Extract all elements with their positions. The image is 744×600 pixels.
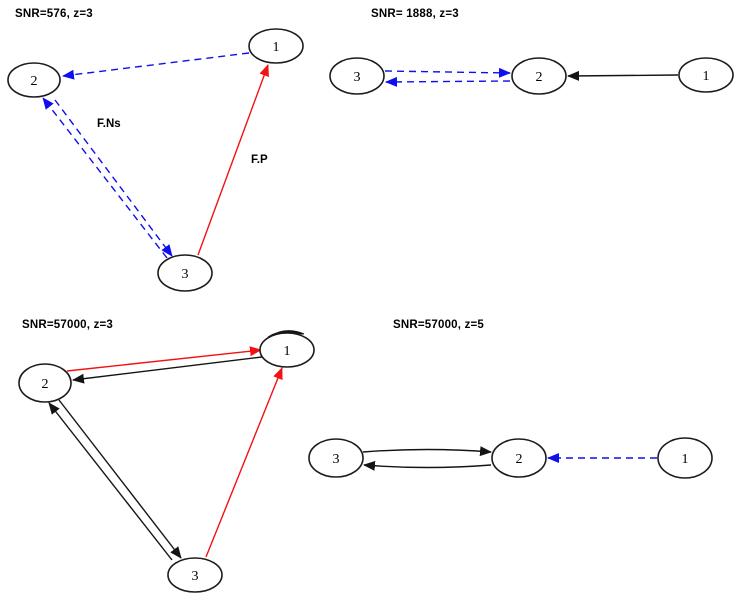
- edge-3-to-1: [197, 64, 269, 256]
- node-ellipse-3: [157, 254, 213, 292]
- edge-3-to-2: [362, 446, 492, 457]
- edge-label-false-negatives: F.Ns: [97, 118, 121, 130]
- node-ellipse-2: [511, 57, 567, 95]
- node-ellipse-2: [7, 62, 61, 98]
- node-ellipse-1: [259, 332, 315, 368]
- node-ellipse-3: [308, 438, 364, 478]
- edge-3-to-2: [48, 402, 173, 561]
- edge-3-to-2: [42, 97, 168, 259]
- graph-panel-2: 3 2 1: [329, 57, 734, 95]
- node-ellipse-1: [248, 28, 304, 64]
- node-ellipse-2: [491, 438, 547, 478]
- node-label-2: 2: [516, 452, 523, 467]
- graph-panel-1: 1 2 3: [7, 28, 304, 292]
- edge-2-to-3: [58, 399, 182, 559]
- node-label-2: 2: [31, 74, 38, 89]
- node-label-2: 2: [536, 70, 543, 85]
- edge-3-to-2: [384, 67, 511, 78]
- edge-2-to-3: [385, 76, 511, 87]
- node-ellipse-2: [18, 363, 72, 403]
- edge-1-to-2: [567, 70, 679, 81]
- node-label-3: 3: [333, 452, 340, 467]
- edge-3-to-1: [205, 367, 283, 558]
- node-label-1: 1: [682, 452, 689, 467]
- edge-2-to-3: [363, 460, 492, 471]
- node-ellipse-1: [678, 57, 734, 93]
- node-label-1: 1: [273, 40, 280, 55]
- graph-panel-4: 3 2 1: [308, 437, 713, 479]
- node-label-3: 3: [192, 569, 199, 584]
- node-ellipse-3: [167, 557, 223, 593]
- node-label-3: 3: [182, 267, 189, 282]
- node-label-3: 3: [354, 70, 361, 85]
- edge-1-to-2: [62, 52, 250, 80]
- edge-1-to-2: [72, 356, 263, 384]
- edge-2-to-3: [54, 99, 173, 257]
- edge-2-to-1: [66, 346, 262, 372]
- node-label-1: 1: [703, 69, 710, 84]
- edge-label-false-positive: F.P: [251, 154, 268, 166]
- panel-title-snr57000-z3: SNR=57000, z=3: [22, 319, 114, 331]
- node-ellipse-1: [657, 437, 713, 479]
- panel-title-snr576-z3: SNR=576, z=3: [15, 8, 93, 20]
- graph-panel-3: 1 2 3: [18, 330, 315, 593]
- node-label-1: 1: [284, 344, 291, 359]
- panel-title-snr1888-z3: SNR= 1888, z=3: [371, 8, 459, 20]
- node-label-2: 2: [42, 377, 49, 392]
- node-ellipse-3: [329, 57, 385, 95]
- panel-title-snr57000-z5: SNR=57000, z=5: [393, 319, 485, 331]
